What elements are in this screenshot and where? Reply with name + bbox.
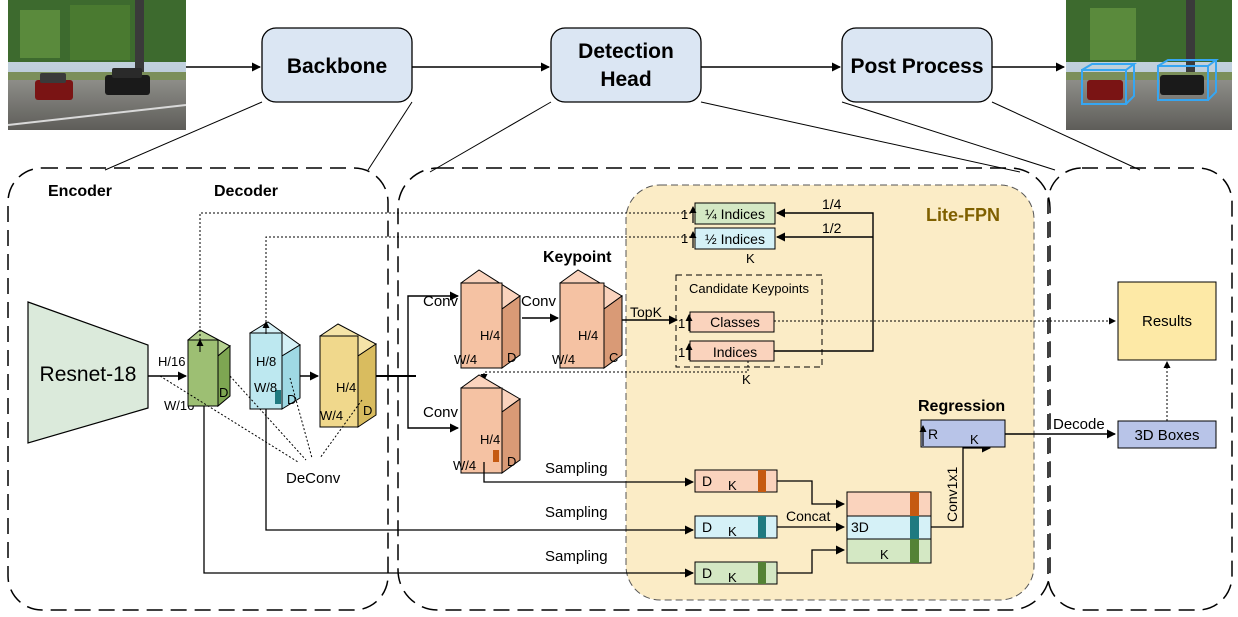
classes-one: 1 xyxy=(678,316,685,331)
detection-head-label-line2: Head xyxy=(600,68,651,91)
concat-3d: 3D xyxy=(851,519,869,535)
scale-quarter-label: 1/4 xyxy=(822,196,842,212)
zoom-connector-lines xyxy=(104,101,1141,173)
backbone-label: Backbone xyxy=(287,55,387,78)
keypoint-feature-cube xyxy=(460,269,521,369)
sampled-teal-k: K xyxy=(728,524,737,539)
sampled-orange-d: D xyxy=(702,473,712,489)
sampling-label-1: Sampling xyxy=(545,460,608,477)
half-one: 1 xyxy=(681,231,688,246)
regression-title: Regression xyxy=(918,398,1005,415)
decoder-title: Decoder xyxy=(214,183,278,200)
cube-h8-d: D xyxy=(287,392,296,407)
kp-cube-d: D xyxy=(507,350,516,365)
classes-label: Classes xyxy=(710,314,760,330)
regression-k: K xyxy=(970,432,979,447)
encoder-title: Encoder xyxy=(48,183,112,200)
decode-label: Decode xyxy=(1053,416,1105,433)
hm-cube-h: H/4 xyxy=(578,328,598,343)
head-detail-frame xyxy=(397,167,1051,611)
concat-label: Concat xyxy=(786,508,830,524)
deconv-dotted-lines xyxy=(159,375,363,463)
label-h16: H/16 xyxy=(158,354,185,369)
conv-label-2: Conv xyxy=(521,293,557,310)
lite-fpn-panel xyxy=(625,184,1035,601)
sampling-label-3: Sampling xyxy=(545,548,608,565)
cube-h4-h: H/4 xyxy=(336,380,356,395)
sampled-green-k: K xyxy=(728,570,737,585)
classes-box xyxy=(689,311,775,333)
cube-h16-d: D xyxy=(219,385,228,400)
post-detail-frame xyxy=(1047,167,1233,611)
sampled-green-d: D xyxy=(702,565,712,581)
half-indices-box xyxy=(694,227,776,250)
cube-h4-w: W/4 xyxy=(320,408,343,423)
feature-cube-h16 xyxy=(187,329,231,408)
hm-cube-c: C xyxy=(609,350,618,365)
conv1x1-label: Conv1x1 xyxy=(944,467,960,522)
indices-one: 1 xyxy=(678,345,685,360)
regression-feature-cube xyxy=(460,374,521,474)
resnet-encoder-trapezoid xyxy=(27,301,149,444)
reg-cube-w: W/4 xyxy=(453,458,476,473)
head-input-branch xyxy=(376,291,459,433)
label-w8: W/8 xyxy=(254,380,277,395)
half-k: K xyxy=(746,251,755,266)
quarter-indices-label: ¼ Indices xyxy=(705,206,765,222)
post-process-stage-box xyxy=(841,27,993,103)
sampling-line-1 xyxy=(483,462,694,487)
indices-k: K xyxy=(742,372,751,387)
lite-fpn-title: Lite-FPN xyxy=(926,205,1000,225)
resnet-label: Resnet-18 xyxy=(40,363,137,386)
backbone-stage-box xyxy=(261,27,413,103)
indices-to-regression-dotted xyxy=(480,361,749,381)
concat-k: K xyxy=(880,547,889,562)
half-indices-label: ½ Indices xyxy=(705,231,765,247)
cube-h4-d: D xyxy=(363,403,372,418)
topk-label: TopK xyxy=(630,304,663,320)
conv1x1-arrow xyxy=(931,443,991,528)
input-scene-image xyxy=(7,0,187,130)
kp-cube-h: H/4 xyxy=(480,328,500,343)
feature-cube-h4 xyxy=(319,323,377,428)
backbone-detail-frame xyxy=(7,167,389,611)
regression-box xyxy=(920,419,1006,448)
results-box xyxy=(1117,281,1217,361)
post-process-label: Post Process xyxy=(850,55,983,78)
deconv-label: DeConv xyxy=(286,470,341,487)
sampling-feature-lines xyxy=(203,406,693,574)
output-scene-image xyxy=(1066,0,1232,130)
detection-head-stage-box xyxy=(550,27,702,103)
reg-cube-h: H/4 xyxy=(480,432,500,447)
sampling-label-2: Sampling xyxy=(545,504,608,521)
concat-tensor xyxy=(846,491,932,564)
reg-cube-d: D xyxy=(507,454,516,469)
regression-r: R xyxy=(928,426,938,442)
detection-head-label-line1: Detection xyxy=(578,40,674,63)
sampled-teal-d: D xyxy=(702,519,712,535)
kp-cube-w: W/4 xyxy=(454,352,477,367)
scale-half-label: 1/2 xyxy=(822,220,842,236)
indices-label: Indices xyxy=(713,344,757,360)
sampled-orange-k: K xyxy=(728,478,737,493)
heatmap-cube xyxy=(559,269,623,369)
feature-cube-h8 xyxy=(249,321,301,410)
keypoint-title: Keypoint xyxy=(543,249,612,266)
label-w16: W/16 xyxy=(164,398,194,413)
results-label: Results xyxy=(1142,313,1192,330)
index-skip-dotted-lines xyxy=(199,212,693,340)
quarter-indices-box xyxy=(694,202,776,225)
hm-cube-w: W/4 xyxy=(552,352,575,367)
label-h8: H/8 xyxy=(256,354,276,369)
quarter-one: 1 xyxy=(681,207,688,222)
conv-label-regression: Conv xyxy=(423,404,459,421)
conv-label-keypoint: Conv xyxy=(423,293,459,310)
boxes-3d-label: 3D Boxes xyxy=(1134,427,1199,444)
index-scaling-feedback xyxy=(774,208,874,352)
candidate-keypoints-title: Candidate Keypoints xyxy=(689,281,809,296)
concat-arrows xyxy=(777,480,845,574)
